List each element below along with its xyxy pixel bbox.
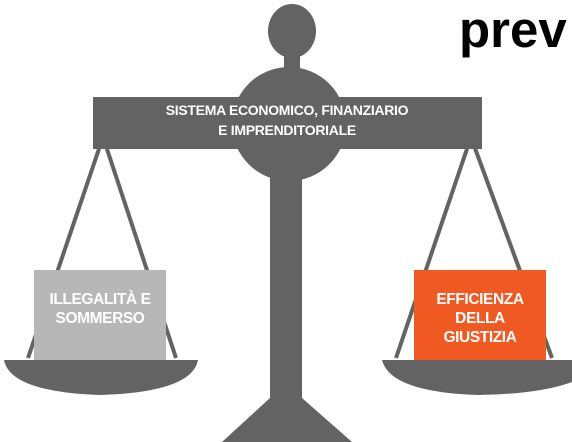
right-pan	[382, 360, 572, 395]
left-pan-label: ILLEGALITÀ E SOMMERSO	[36, 290, 164, 328]
scale-base	[222, 398, 352, 442]
beam-label-line-1: SISTEMA ECONOMICO, FINANZIARIO	[165, 102, 409, 118]
beam-label-line-2: E IMPRENDITORIALE	[218, 122, 356, 138]
right-pan-label: EFFICIENZA DELLA GIUSTIZIA	[416, 290, 544, 347]
right-pan-label-line-1: EFFICIENZA	[436, 291, 524, 308]
page-heading: prev	[459, 1, 567, 58]
right-pan-string-inner	[394, 139, 472, 359]
left-pan	[4, 360, 198, 395]
scale-hub	[232, 67, 346, 181]
beam-label: SISTEMA ECONOMICO, FINANZIARIO E IMPREND…	[122, 100, 452, 140]
right-pan-label-line-3: GIUSTIZIA	[443, 329, 517, 346]
scale-pillar	[270, 150, 302, 415]
scale-top-knob	[268, 4, 316, 58]
left-pan-label-line-2: SOMMERSO	[55, 310, 145, 327]
right-pan-box	[414, 270, 546, 362]
right-pan-label-line-2: DELLA	[455, 310, 505, 327]
left-pan-box	[34, 270, 166, 362]
left-pan-label-line-1: ILLEGALITÀ E	[49, 291, 151, 308]
